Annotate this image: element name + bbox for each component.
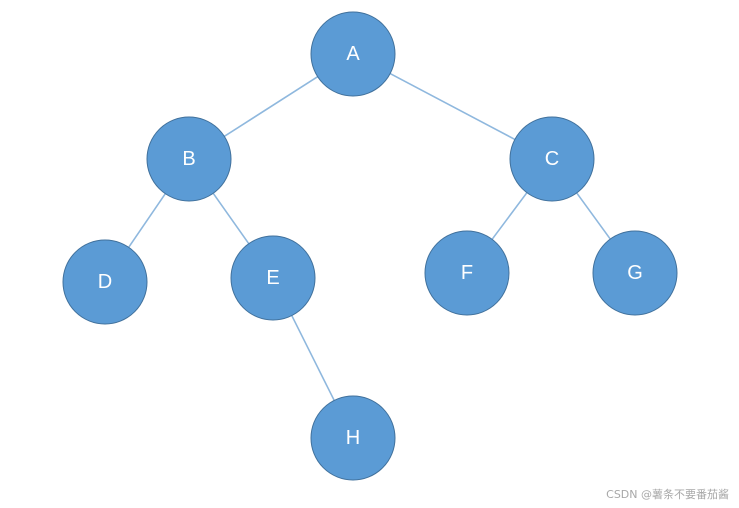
node-circle <box>146 116 232 202</box>
edge-a-c <box>389 72 516 141</box>
node-label: G <box>627 262 643 284</box>
tree-edges <box>128 72 611 401</box>
node-circle <box>424 230 510 316</box>
tree-node-h: H <box>310 395 396 481</box>
node-circle <box>509 116 595 202</box>
node-circle <box>62 239 148 325</box>
tree-node-c: C <box>509 116 595 202</box>
node-label: H <box>346 427 360 449</box>
watermark-text: CSDN @薯条不要番茄酱 <box>606 488 729 501</box>
edge-b-d <box>128 193 166 248</box>
tree-node-g: G <box>592 230 678 316</box>
edge-c-f <box>491 192 528 240</box>
tree-node-f: F <box>424 230 510 316</box>
node-label: A <box>346 43 360 65</box>
edge-e-h <box>291 315 335 401</box>
node-label: C <box>545 148 559 170</box>
node-label: E <box>266 267 279 289</box>
tree-node-a: A <box>310 11 396 97</box>
edge-b-e <box>212 192 250 245</box>
tree-node-b: B <box>146 116 232 202</box>
node-label: F <box>461 262 473 284</box>
node-circle <box>592 230 678 316</box>
tree-node-e: E <box>230 235 316 321</box>
tree-node-d: D <box>62 239 148 325</box>
node-circle <box>230 235 316 321</box>
edge-c-g <box>576 192 611 240</box>
edge-a-b <box>223 75 319 138</box>
tree-nodes: A B C D E F G H <box>62 11 678 481</box>
node-label: D <box>98 271 112 293</box>
node-label: B <box>182 148 195 170</box>
node-circle <box>310 11 396 97</box>
node-circle <box>310 395 396 481</box>
